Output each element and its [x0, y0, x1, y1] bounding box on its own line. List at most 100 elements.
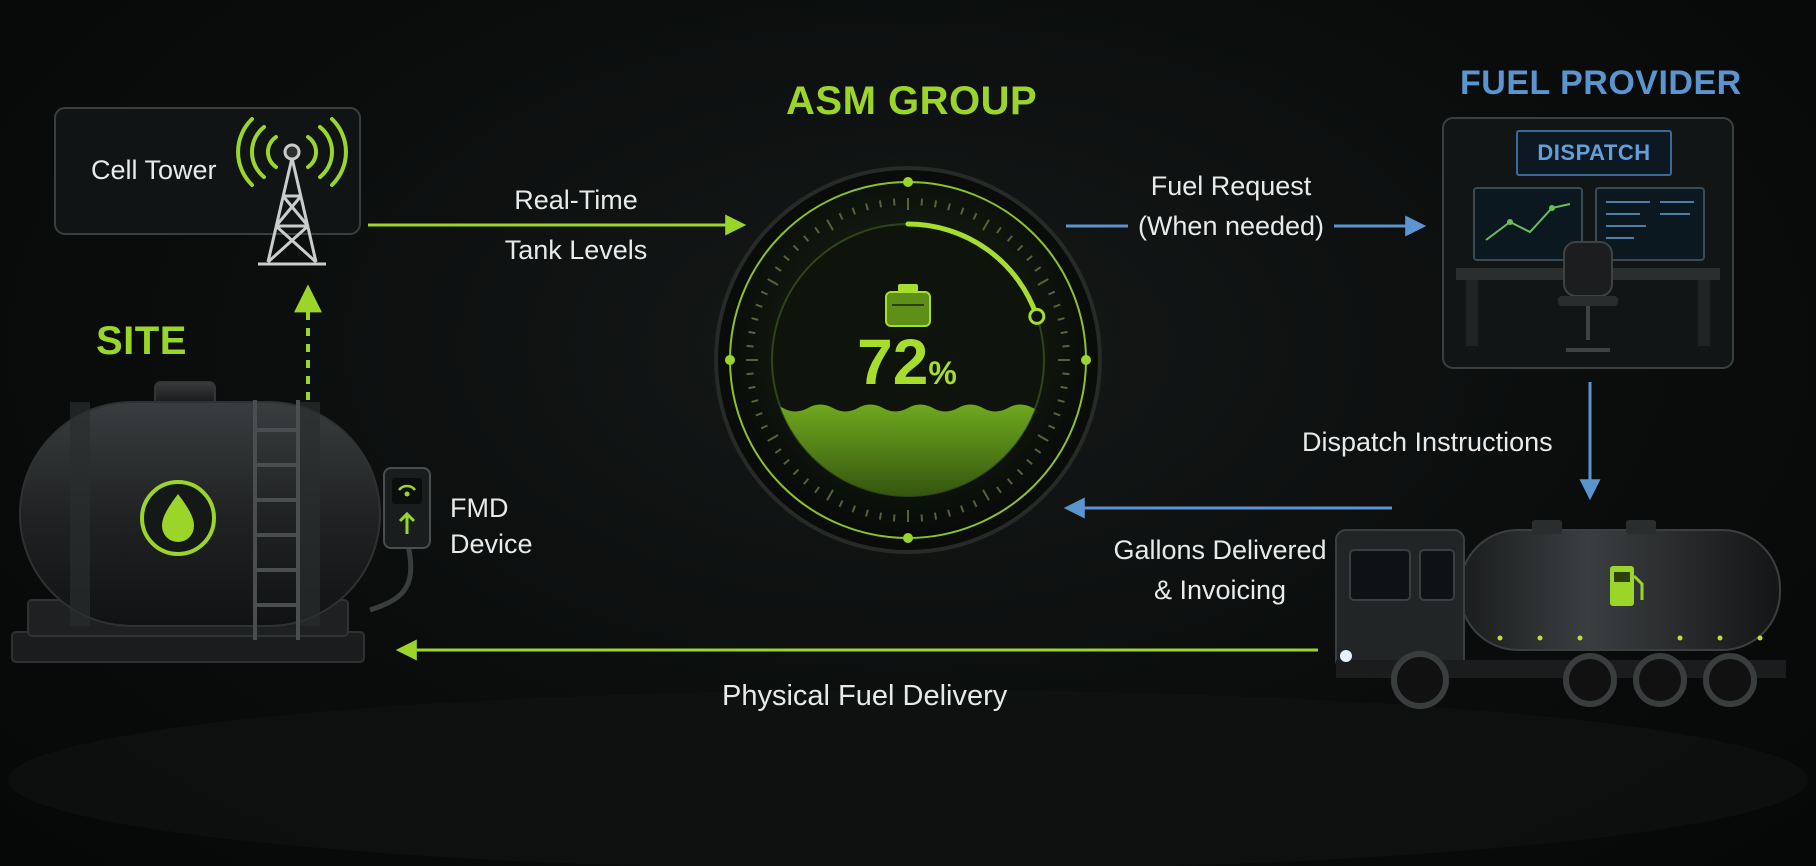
gauge-tick [1060, 330, 1068, 335]
gauge-tick [1048, 290, 1056, 296]
gauge-tick [814, 486, 820, 494]
gauge-tick [878, 512, 883, 520]
tanker-truck-icon [1335, 520, 1786, 709]
floor-shadow [8, 690, 1808, 866]
gauge-tick [838, 500, 844, 508]
fuel-provider-title: FUEL PROVIDER [1460, 64, 1742, 102]
gauge-tick [851, 505, 856, 513]
gauge-tick [814, 226, 820, 234]
gauge-tick [1026, 458, 1033, 465]
gauge-tick [1057, 399, 1065, 403]
gauge-tick [760, 290, 768, 296]
gauge-tick [851, 207, 856, 215]
gauge-tick [1048, 424, 1056, 430]
gauge-tick [982, 219, 990, 231]
fuel-drop-icon [162, 494, 194, 542]
gauge-tick [792, 468, 800, 476]
gauge-tick [933, 512, 938, 520]
gauge-tick [751, 317, 759, 321]
gallons-label-line1: Gallons Delivered [1113, 535, 1327, 565]
fuel-can-icon [885, 284, 931, 327]
gauge-tick [933, 200, 938, 208]
asm-group-title: ASM GROUP [786, 79, 1038, 123]
gauge-tick [1053, 303, 1061, 308]
cell-tower-box [54, 107, 361, 235]
gauge-tick [760, 424, 768, 430]
gauge-tick [892, 198, 896, 206]
realtime-label-line1: Real-Time [514, 185, 638, 215]
gauge-tick [803, 478, 810, 485]
gauge-tick [920, 514, 924, 522]
gauge-tick [960, 207, 965, 215]
gauge-tick [960, 505, 965, 513]
gauge-tick [1006, 235, 1013, 242]
gauge-tick [746, 344, 754, 348]
gauge-tick [996, 226, 1002, 234]
gauge-tick [755, 303, 763, 308]
tank-level-gauge [714, 166, 1102, 554]
gauge-level-marker [1028, 307, 1046, 325]
gallons-label-line2: & Invoicing [1153, 575, 1287, 605]
monitor-right-icon [1595, 187, 1705, 261]
gauge-tick [865, 203, 869, 211]
gauge-ticks [746, 198, 1070, 522]
gauge-tick [1034, 448, 1042, 454]
physical-delivery-label: Physical Fuel Delivery [722, 680, 1008, 712]
gauge-tick [783, 255, 790, 262]
gauge-tick [1037, 434, 1049, 442]
dispatch-center-node [1442, 117, 1734, 369]
gauge-tick [920, 198, 924, 206]
site-title: SITE [96, 319, 187, 363]
cell-tower-node [54, 107, 361, 266]
fuel-pump-icon [1610, 566, 1644, 606]
gauge-tick [1006, 478, 1013, 485]
gauge-tick [892, 514, 896, 522]
gauge-tick [767, 278, 779, 286]
gauge-tick [803, 235, 810, 242]
gauge-tick [1060, 385, 1068, 390]
storage-tank-icon [11, 381, 381, 663]
gauge-tick [774, 448, 782, 454]
gauge-tick [972, 212, 978, 220]
fuel-request-label-line2: (When needed) [1137, 211, 1325, 241]
gauge-tick [996, 486, 1002, 494]
gauge-tick [1026, 255, 1033, 262]
gauge-tick [826, 219, 834, 231]
gauge-tick [947, 509, 951, 517]
tank-level-percent: 72% [842, 330, 972, 394]
signal-waves-icon [236, 117, 348, 187]
office-chair-icon [1558, 241, 1618, 352]
fmd-label-line2: Device [450, 529, 533, 559]
gauge-tick [1016, 468, 1024, 476]
gauge-tick [774, 266, 782, 272]
gauge-tick [1062, 344, 1070, 348]
dispatch-sign: DISPATCH [1516, 130, 1672, 176]
gauge-tick [826, 489, 834, 501]
gauge-tick [1057, 317, 1065, 321]
fmd-device-icon [369, 467, 431, 613]
fuel-request-label-line1: Fuel Request [1150, 171, 1312, 201]
gauge-tick [1034, 266, 1042, 272]
tank-level-unit: % [928, 355, 957, 391]
dispatch-instructions-label: Dispatch Instructions [1302, 427, 1553, 457]
gauge-tick [947, 203, 951, 211]
gauge-tick [792, 244, 800, 252]
gauge-tick [751, 399, 759, 403]
gauge-tick [1037, 278, 1049, 286]
realtime-label-line2: Tank Levels [504, 235, 648, 265]
fmd-label-line1: FMD [450, 493, 509, 523]
gauge-tick [783, 458, 790, 465]
gauge-tick [972, 500, 978, 508]
gauge-tick [748, 385, 756, 390]
tank-level-value: 72 [857, 326, 929, 398]
cell-tower-label: Cell Tower [91, 155, 217, 185]
gauge-level-arc [905, 221, 1040, 319]
gauge-tick [746, 372, 754, 376]
gauge-tick [865, 509, 869, 517]
gauge-tick [748, 330, 756, 335]
gauge-tick [1062, 372, 1070, 376]
gauge-tick [767, 434, 779, 442]
gauge-tick [878, 200, 883, 208]
gauge-tick [1016, 244, 1024, 252]
